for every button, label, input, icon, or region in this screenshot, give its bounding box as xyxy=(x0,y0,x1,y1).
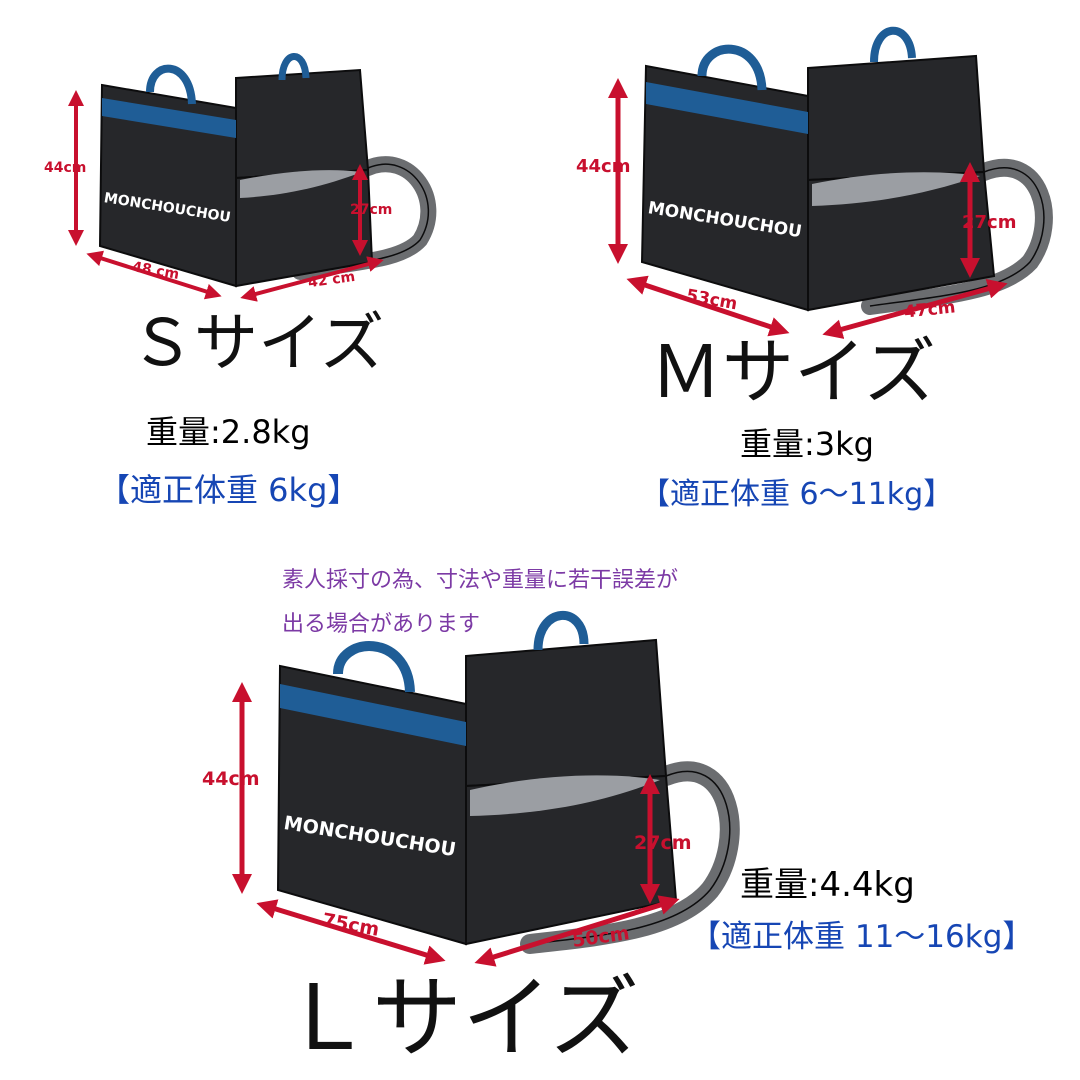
size-title-s: Ｓサイズ xyxy=(130,307,385,381)
seat-height-label-m: 27cm xyxy=(962,212,1017,233)
fit-weight-label-m: 【適正体重 6～11kg】 xyxy=(640,477,954,512)
weight-label-s: 重量:2.8kg xyxy=(146,413,311,451)
height-label-m: 44cm xyxy=(576,156,631,177)
bag-illustration-m xyxy=(608,26,1053,339)
size-title-l: Ｌサイズ xyxy=(282,966,640,1071)
bag-image-l: MONCHOUCHOU 44cm 27cm 75cm 50cm xyxy=(200,600,740,980)
bag-image-s: MONCHOUCHOU 44cm 27cm 48 cm 42 cm xyxy=(0,0,540,320)
bag-image-m: MONCHOUCHOU 44cm 27cm 53cm 47cm xyxy=(540,0,1080,340)
weight-label-m: 重量:3kg xyxy=(740,425,874,463)
height-label-l: 44cm xyxy=(202,768,260,790)
seat-height-label-l: 27cm xyxy=(634,832,692,854)
bag-illustration-l xyxy=(232,611,740,967)
height-label-s: 44cm xyxy=(44,160,87,176)
measurement-note-line1: 素人採寸の為、寸法や重量に若干誤差が xyxy=(282,568,679,593)
measurement-note-line2: 出る場合があります xyxy=(282,612,481,637)
weight-label-l: 重量:4.4kg xyxy=(740,865,915,905)
size-title-m: Ｍサイズ xyxy=(650,330,936,414)
fit-weight-label-s: 【適正体重 6kg】 xyxy=(98,471,360,509)
seat-height-label-s: 27cm xyxy=(350,202,393,218)
fit-weight-label-l: 【適正体重 11～16kg】 xyxy=(690,919,1034,955)
bag-illustration-s xyxy=(68,53,437,302)
